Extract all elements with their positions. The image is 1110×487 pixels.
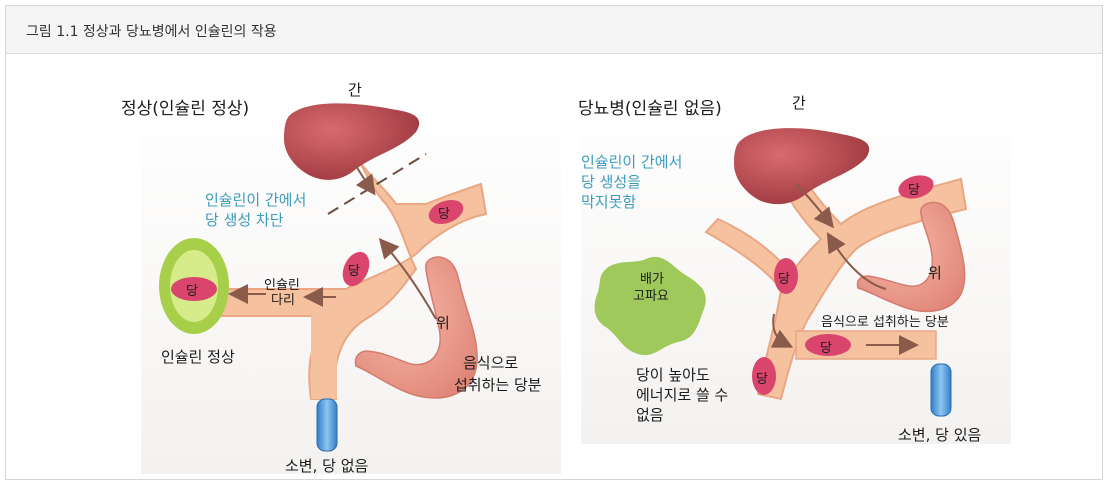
left-sugar-label-mid: 당 xyxy=(348,260,360,279)
left-blocked-text-line1: 인슐린이 간에서 xyxy=(205,189,306,210)
right-urine-tube xyxy=(931,364,951,416)
left-stomach-label: 위 xyxy=(436,312,450,333)
right-high-sugar-line3: 없음 xyxy=(636,404,664,425)
right-high-sugar-line1: 당이 높아도 xyxy=(636,364,710,385)
left-urine-label: 소변, 당 없음 xyxy=(285,455,368,476)
left-liver-label: 간 xyxy=(348,79,362,100)
left-sugar-label-right: 당 xyxy=(438,203,450,222)
figure-title: 그림 1.1 정상과 당뇨병에서 인슐린의 작용 xyxy=(26,21,277,41)
left-food-sugar-line2: 섭취하는 당분 xyxy=(454,374,542,395)
right-liver-label: 간 xyxy=(792,92,806,113)
left-panel-title: 정상(인슐린 정상) xyxy=(121,94,249,119)
right-insulin-text-line2: 당 생성을 xyxy=(581,171,641,192)
left-food-sugar-line1: 음식으로 xyxy=(463,352,518,373)
left-urine-tube xyxy=(317,399,337,451)
left-vessel-down xyxy=(311,304,337,399)
right-insulin-text-line3: 막지못함 xyxy=(581,191,636,212)
right-high-sugar-line2: 에너지로 쓸 수 xyxy=(636,384,728,405)
right-sugar-label-bottom: 당 xyxy=(756,368,768,387)
figure-header: 그림 1.1 정상과 당뇨병에서 인슐린의 작용 xyxy=(6,6,1102,54)
right-food-sugar: 음식으로 섭취하는 당분 xyxy=(821,311,949,330)
left-insulin-bridge-line2: 다리 xyxy=(271,289,295,308)
right-sugar-label-flow: 당 xyxy=(820,337,832,356)
right-panel-title: 당뇨병(인슐린 없음) xyxy=(578,94,722,119)
figure-frame: 그림 1.1 정상과 당뇨병에서 인슐린의 작용 xyxy=(5,5,1103,480)
right-stomach-label: 위 xyxy=(928,262,942,283)
right-sugar-label-top: 당 xyxy=(908,179,920,198)
left-cell-label: 인슐린 정상 xyxy=(161,346,235,367)
right-sugar-label-mid: 당 xyxy=(778,268,790,287)
left-blocked-text-line2: 당 생성 차단 xyxy=(205,209,284,230)
right-urine-label: 소변, 당 있음 xyxy=(898,424,981,445)
right-hungry-line2: 고파요 xyxy=(633,285,669,304)
left-sugar-label-cell: 당 xyxy=(186,280,198,299)
right-insulin-text-line1: 인슐린이 간에서 xyxy=(581,151,682,172)
